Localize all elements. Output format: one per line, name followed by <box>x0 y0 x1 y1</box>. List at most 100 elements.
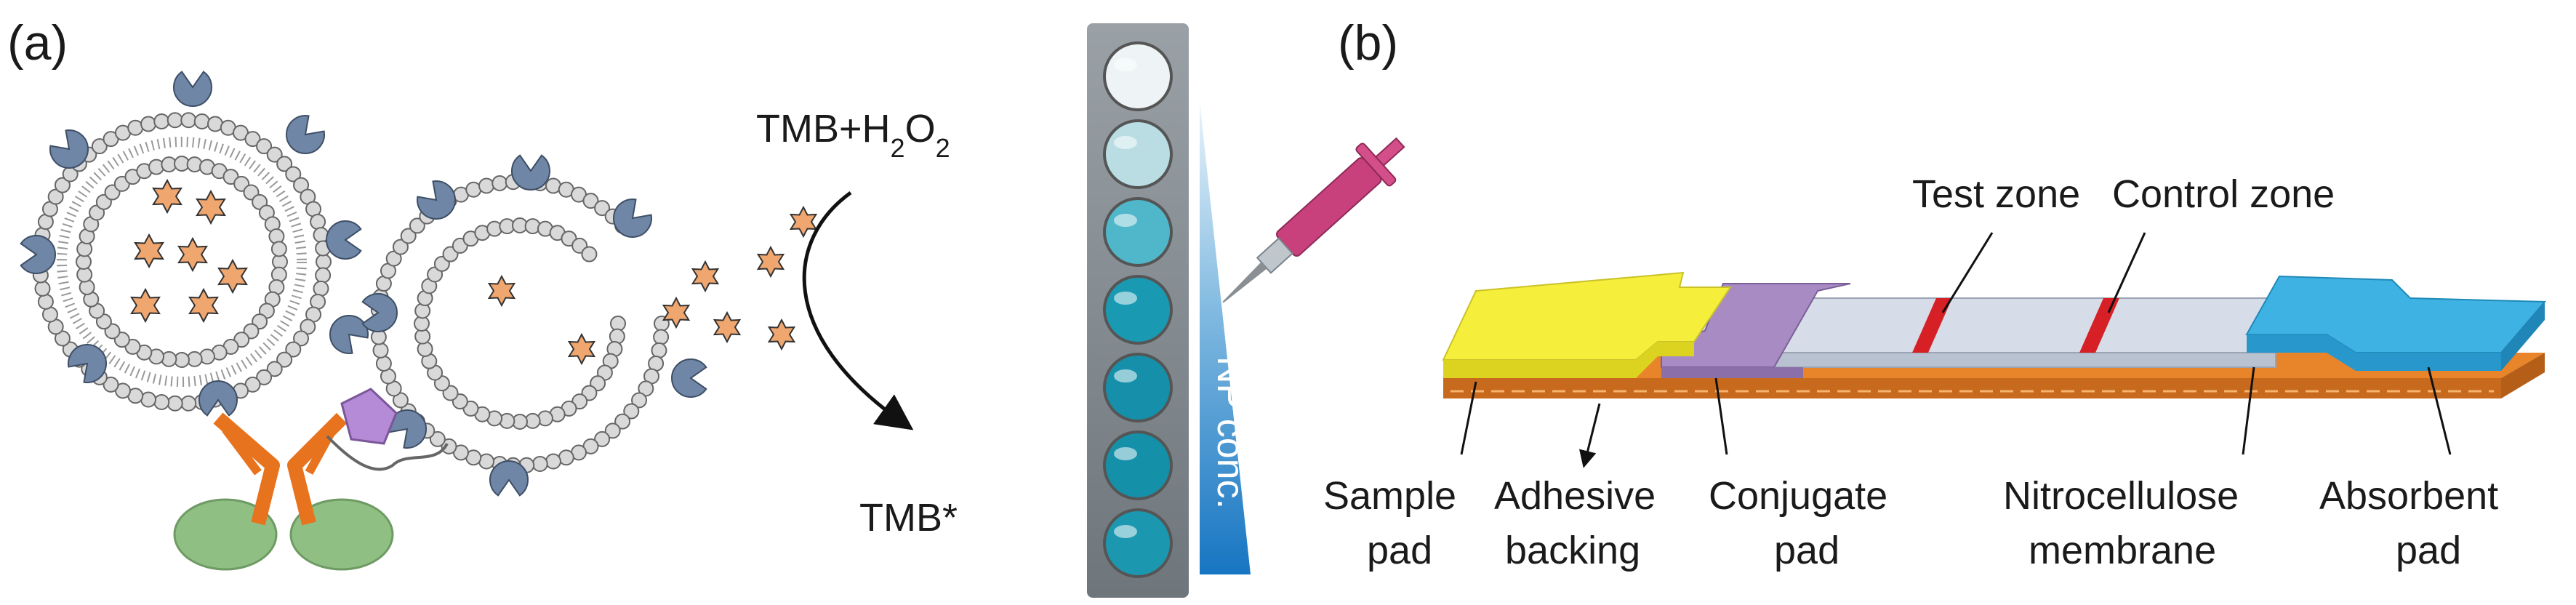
receptor-icons <box>20 71 707 497</box>
product-label: TMB* <box>859 496 958 540</box>
lipid-head <box>429 430 446 447</box>
nanoparticle-star-icon <box>196 189 226 225</box>
lipid-head <box>256 369 273 385</box>
lipid-head <box>375 355 392 372</box>
nanoparticle-star-icon <box>487 274 516 308</box>
nitrocellulose-membrane <box>1671 297 2303 368</box>
sample-pad-label-2: pad <box>1367 529 1432 572</box>
lipid-head <box>180 112 197 129</box>
absorbent-label-2: pad <box>2396 529 2461 572</box>
antigen-icon <box>326 388 449 471</box>
receptor-icon <box>68 344 107 383</box>
control-zone-label: Control zone <box>2112 172 2335 216</box>
nanoparticle-star-icon <box>188 287 219 324</box>
lipid-head <box>47 188 64 205</box>
nanoparticle-star-icon <box>134 233 164 269</box>
receptor-icon <box>49 129 89 169</box>
lipid-head <box>54 177 71 193</box>
nanoparticle-star-icon <box>789 205 818 239</box>
lipid-head <box>409 217 425 234</box>
intact-liposome <box>32 112 332 412</box>
lipid-head <box>582 193 599 209</box>
nanoparticle-star-icon <box>691 260 720 293</box>
well <box>1103 275 1173 345</box>
lipid-head <box>34 280 51 297</box>
cell-blob-icon <box>289 498 394 571</box>
lipid-head <box>623 403 640 420</box>
lipid-head <box>385 250 402 267</box>
lipid-head <box>153 113 170 129</box>
nanoparticle-star-icon <box>130 287 161 324</box>
nanoparticle-star-icon <box>217 258 248 295</box>
free-nanoparticles <box>662 205 818 351</box>
well <box>1103 197 1173 267</box>
lipid-head <box>91 138 108 155</box>
receptor-icon <box>417 180 456 220</box>
receptor-icon <box>326 220 362 260</box>
np-concentration-label: NP conc. <box>1209 356 1251 509</box>
lipid-head <box>604 422 621 439</box>
nanoparticle-star-icon <box>662 296 691 329</box>
lipid-head <box>531 456 548 473</box>
receptor-icon <box>489 460 529 497</box>
lipid-head <box>392 392 409 409</box>
absorbent-pad <box>2245 275 2547 371</box>
cell-blob-icon <box>173 498 278 571</box>
lipid-head <box>266 146 283 163</box>
well <box>1103 119 1173 189</box>
lipid-head <box>103 376 119 393</box>
nanoparticle-star-icon <box>713 310 742 344</box>
lipid-head <box>316 254 332 270</box>
lipid-head <box>270 241 287 257</box>
conjugate-label-1: Conjugate <box>1709 474 1887 518</box>
absorbent-label-1: Absorbent <box>2319 474 2498 518</box>
lipid-head <box>581 246 598 263</box>
reagent-label: TMB+H2O2 <box>756 107 950 163</box>
well-strip <box>1087 23 1189 598</box>
receptor-icon <box>361 293 398 332</box>
nanoparticle-star-icon <box>177 236 208 273</box>
lipid-head <box>545 453 561 470</box>
lipid-head <box>153 394 170 411</box>
well <box>1103 430 1173 500</box>
lipid-head <box>140 116 157 132</box>
adhesive-label-2: backing <box>1505 529 1640 572</box>
well <box>1103 353 1173 422</box>
nanoparticle-star-icon <box>152 178 182 215</box>
adhesive-label-1: Adhesive <box>1494 474 1656 518</box>
lipid-head <box>276 156 293 172</box>
sample-pad-label-1: Sample <box>1323 474 1456 518</box>
receptor-icon <box>511 154 550 191</box>
receptor-icon <box>613 199 652 238</box>
lipid-head <box>478 177 495 194</box>
conjugate-pad-pointer <box>1714 377 1728 455</box>
receptor-icon <box>173 71 212 107</box>
lipid-head <box>37 293 54 310</box>
concentration-gradient-wedge <box>1200 102 1251 574</box>
panel-b-label: (b) <box>1338 15 1398 71</box>
nitrocellulose-label-1: Nitrocellulose <box>2003 474 2239 518</box>
lipid-head <box>441 438 457 454</box>
lipid-head <box>651 342 667 358</box>
released-nanoparticles <box>487 274 596 366</box>
lipid-head <box>315 267 332 284</box>
receptor-icon <box>20 235 56 274</box>
test-zone-label: Test zone <box>1912 172 2080 216</box>
lipid-head <box>244 131 261 148</box>
control-zone-pointer <box>2107 232 2146 313</box>
lipid-head <box>631 392 648 409</box>
lipid-head <box>293 330 310 347</box>
lipid-head <box>285 341 302 358</box>
panel-a-label: (a) <box>7 15 68 71</box>
nitrocellulose-pointer <box>2242 366 2255 455</box>
lipid-head <box>594 200 611 217</box>
lipid-head <box>166 112 183 129</box>
lipid-head <box>166 395 183 412</box>
lipid-head <box>614 413 631 430</box>
lipid-head <box>193 113 210 129</box>
absorbent-pad-pointer <box>2427 366 2452 455</box>
lipid-head <box>372 342 389 358</box>
lipid-head <box>54 330 71 347</box>
lipid-head <box>300 318 316 335</box>
receptor-icon <box>329 315 369 354</box>
